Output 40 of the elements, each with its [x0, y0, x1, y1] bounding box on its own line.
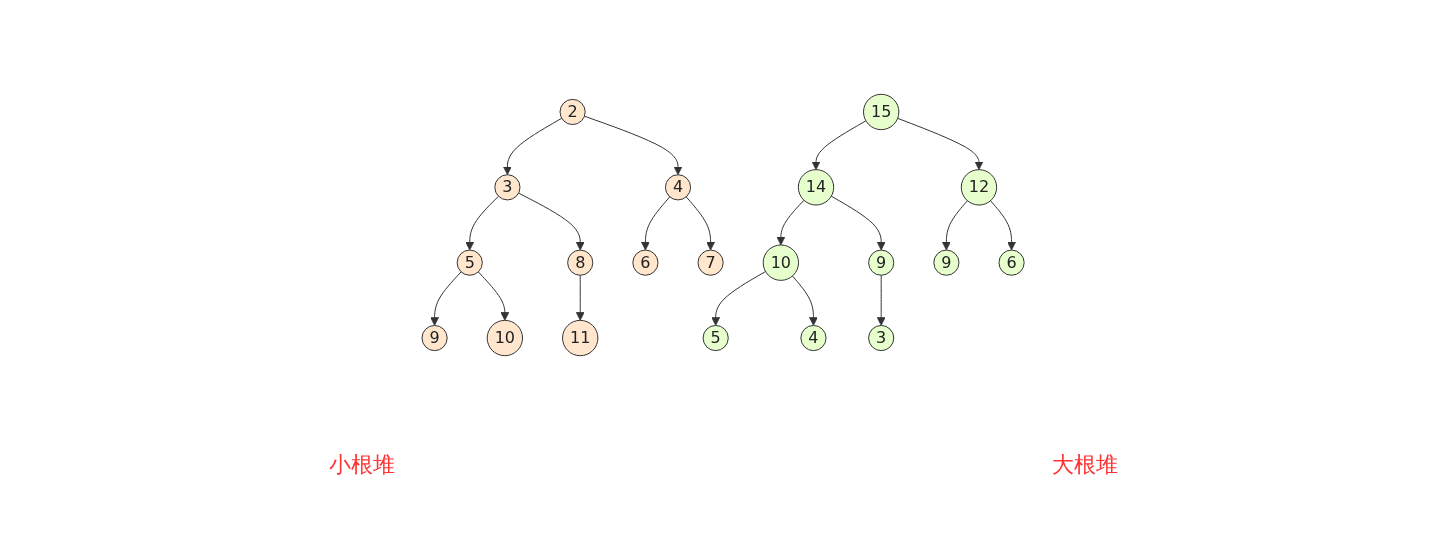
arrow — [685, 196, 715, 251]
node-circle: 10 — [486, 319, 523, 357]
arrow — [583, 115, 683, 176]
node-circle: 9 — [933, 249, 960, 276]
node-circle: 4 — [664, 174, 691, 201]
node-circle: 15 — [862, 93, 900, 131]
arrow — [575, 274, 585, 321]
node-circle: 3 — [494, 174, 521, 201]
node-circle: 6 — [998, 249, 1025, 276]
node-circle: 10 — [762, 244, 799, 281]
node-circle: 8 — [567, 249, 594, 276]
node-circle: 9 — [421, 324, 448, 352]
arrow — [876, 274, 886, 326]
arrow — [830, 195, 886, 251]
node-circle: 12 — [960, 169, 998, 206]
arrow — [791, 275, 818, 326]
node-circle: 5 — [456, 249, 483, 276]
node-circle: 2 — [559, 98, 586, 126]
arrow — [518, 192, 585, 251]
heap-caption: 大根堆 — [1051, 451, 1118, 479]
node-circle: 4 — [800, 324, 827, 352]
arrow — [941, 200, 968, 251]
node-circle: 3 — [868, 324, 895, 352]
arrow — [502, 117, 563, 176]
arrow — [989, 200, 1016, 251]
node-circle: 14 — [797, 169, 835, 206]
arrow — [811, 120, 867, 171]
arrow — [477, 271, 510, 321]
arrow — [640, 196, 671, 251]
node-circle: 6 — [632, 249, 659, 276]
arrow — [430, 271, 462, 326]
heap-caption: 小根堆 — [328, 451, 395, 479]
arrow — [897, 117, 984, 171]
arrow — [465, 195, 499, 251]
arrow — [776, 199, 805, 246]
node-circle: 7 — [697, 249, 724, 276]
node-circle: 9 — [868, 249, 895, 276]
node-circle: 11 — [561, 319, 599, 357]
node-circle: 5 — [702, 324, 729, 352]
arrow — [711, 271, 766, 326]
